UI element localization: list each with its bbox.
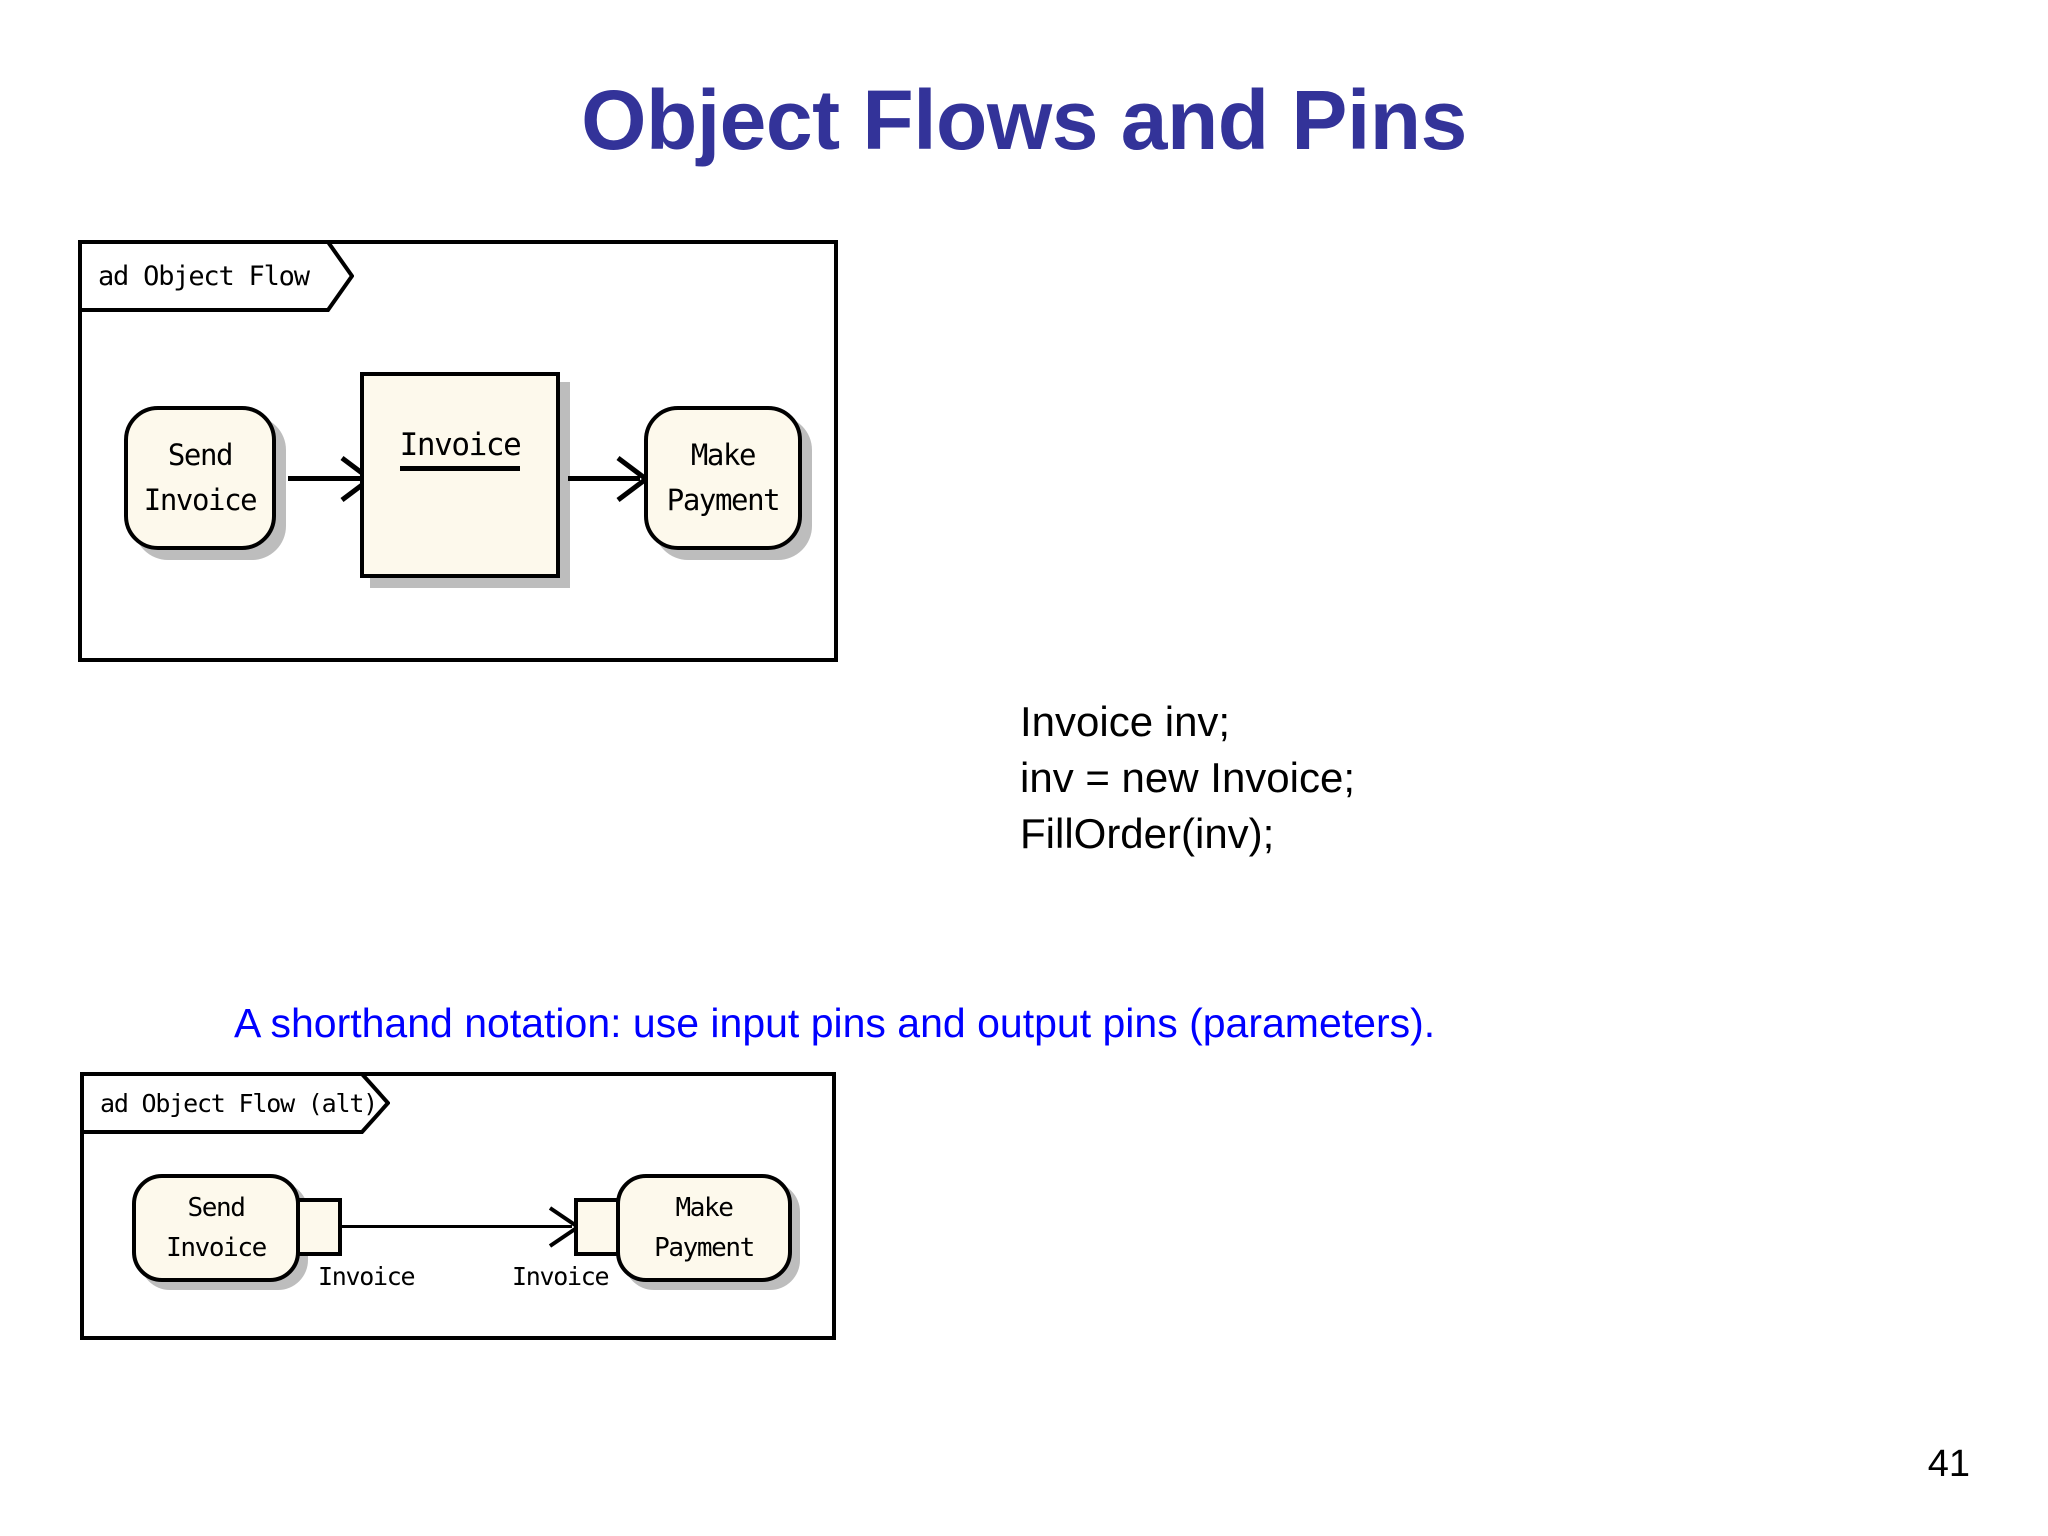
code-line-1: Invoice inv; xyxy=(1020,698,1231,745)
frame-tab: ad Object Flow (alt) xyxy=(80,1072,390,1134)
action-node-line-1: Send xyxy=(167,438,234,473)
object-flow-edge-2 xyxy=(568,476,640,481)
action-node-line-2: Invoice xyxy=(166,1233,267,1263)
frame-label: ad Object Flow (alt) xyxy=(100,1088,378,1118)
object-flow-diagram-frame: ad Object Flow Send Invoice Invoice Make… xyxy=(78,240,838,662)
action-node-line-1: Make xyxy=(675,1192,733,1223)
code-line-2: inv = new Invoice; xyxy=(1020,753,1356,801)
frame-tab: ad Object Flow xyxy=(78,240,354,312)
object-flow-alt-diagram-frame: ad Object Flow (alt) Send Invoice Invoic… xyxy=(80,1072,836,1340)
object-flow-edge-alt xyxy=(342,1225,572,1228)
action-node-line-2: Invoice xyxy=(143,483,258,517)
shorthand-notation-caption: A shorthand notation: use input pins and… xyxy=(234,1000,1436,1046)
action-node-line-2: Payment xyxy=(666,483,781,517)
input-pin-invoice[interactable] xyxy=(574,1198,620,1256)
output-pin-invoice[interactable] xyxy=(296,1198,342,1256)
code-line-3: FillOrder(inv); xyxy=(1020,809,1275,857)
frame-tab-shape-icon xyxy=(80,1072,390,1134)
object-node-name: Invoice xyxy=(399,430,522,471)
code-snippet: Invoice inv; inv = new Invoice; FillOrde… xyxy=(1020,694,1355,862)
action-node-line-2: Payment xyxy=(654,1233,755,1263)
action-node-make-payment-alt[interactable]: Make Payment xyxy=(616,1174,792,1282)
frame-tab-shape-icon xyxy=(78,240,354,312)
action-node-line-1: Make xyxy=(690,438,757,473)
page-number: 41 xyxy=(1927,1443,1970,1485)
output-pin-label: Invoice xyxy=(318,1262,416,1291)
action-node-send-invoice-alt[interactable]: Send Invoice xyxy=(132,1174,300,1282)
frame-label: ad Object Flow xyxy=(98,260,310,292)
object-node-invoice[interactable]: Invoice xyxy=(360,372,560,578)
page-title: Object Flows and Pins xyxy=(581,73,1467,167)
input-pin-label: Invoice xyxy=(512,1262,610,1291)
action-node-make-payment[interactable]: Make Payment xyxy=(644,406,802,550)
action-node-send-invoice[interactable]: Send Invoice xyxy=(124,406,276,550)
action-node-line-1: Send xyxy=(187,1192,245,1223)
object-flow-edge-1 xyxy=(288,476,360,481)
